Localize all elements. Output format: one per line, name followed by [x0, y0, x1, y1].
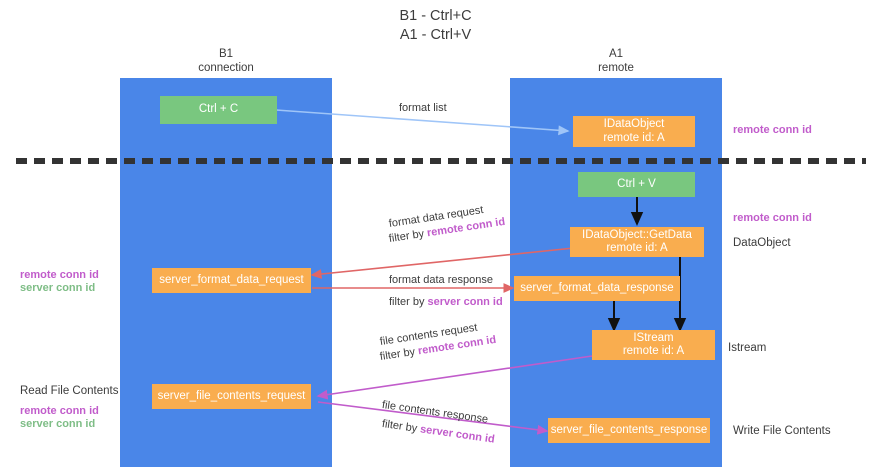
node-ctrl-v[interactable]: Ctrl + V [578, 172, 695, 197]
node-server-format-data-request-label: server_format_data_request [159, 273, 304, 286]
arrow-label-format-list: format list [399, 102, 447, 114]
annotation-dataobject: DataObject [733, 237, 791, 249]
annotation-remote-conn-id-mid: remote conn id [733, 212, 812, 224]
node-idataobject-getdata[interactable]: IDataObject::GetData remote id: A [570, 227, 704, 257]
node-server-file-contents-request-label: server_file_contents_request [157, 389, 306, 402]
page-title: B1 - Ctrl+C A1 - Ctrl+V [0, 7, 871, 45]
annotation-left-server-conn-id-bottom: server conn id [20, 418, 96, 430]
arrow-format-data-request [310, 247, 575, 279]
lane-b1-name: B1 [218, 48, 234, 60]
node-idataobject-label: IDataObject [603, 118, 665, 130]
arrow-label-format-data-response-filter: filter by server conn id [389, 295, 503, 309]
annotation-write-file-contents: Write File Contents [733, 425, 831, 437]
arrow-label-group-file-contents-request: file contents request filter by remote c… [379, 322, 498, 364]
arrow-file-contents-request [316, 355, 593, 400]
arrow-label-group-format-data-response: format data response filter by server co… [389, 273, 503, 309]
annotation-left-server-conn-id-mid: server conn id [20, 282, 96, 294]
arrow-label-group-format-data-request: format data request filter by remote con… [388, 204, 507, 246]
arrow-file-contents-response [317, 401, 549, 435]
node-ctrl-c[interactable]: Ctrl + C [160, 96, 277, 124]
lane-b1-role: connection [198, 61, 254, 74]
annotation-left-remote-conn-id-mid: remote conn id [20, 269, 99, 281]
annotation-read-file-contents: Read File Contents [20, 385, 119, 397]
node-server-format-data-response-label: server_format_data_response [520, 281, 674, 294]
annotation-istream: Istream [728, 342, 767, 354]
title-line-2: A1 - Ctrl+V [399, 27, 472, 43]
lane-a1-role: remote [598, 61, 634, 74]
node-istream-sub: remote id: A [622, 345, 685, 357]
arrow-label-group-file-contents-response: file contents response filter by server … [381, 398, 497, 446]
annotation-remote-conn-id-top: remote conn id [733, 124, 812, 136]
node-ctrl-c-label: Ctrl + C [198, 103, 239, 116]
filter-prefix: filter by [389, 296, 428, 308]
lane-a1-name: A1 [608, 48, 624, 60]
node-idataobject[interactable]: IDataObject remote id: A [573, 116, 695, 147]
node-istream[interactable]: IStream remote id: A [592, 330, 715, 360]
node-ctrl-v-label: Ctrl + V [617, 177, 656, 190]
node-server-format-data-response[interactable]: server_format_data_response [514, 276, 680, 301]
node-server-file-contents-request[interactable]: server_file_contents_request [152, 384, 311, 409]
arrow-label-format-data-response: format data response [389, 274, 493, 286]
arrow-format-list [275, 109, 570, 136]
node-server-file-contents-response[interactable]: server_file_contents_response [548, 418, 710, 443]
node-istream-label: IStream [633, 331, 674, 344]
lane-header-b1: B1 connection [120, 48, 332, 75]
node-server-file-contents-response-label: server_file_contents_response [550, 423, 708, 436]
annotation-left-remote-conn-id-bottom: remote conn id [20, 405, 99, 417]
lane-header-a1: A1 remote [510, 48, 722, 75]
node-getdata-sub: remote id: A [606, 242, 668, 254]
title-line-1: B1 - Ctrl+C [399, 8, 472, 24]
filter-server-conn-id: server conn id [427, 296, 503, 308]
node-idataobject-sub: remote id: A [603, 131, 665, 144]
node-server-format-data-request[interactable]: server_format_data_request [152, 268, 311, 293]
node-getdata-label: IDataObject::GetData [582, 228, 692, 241]
